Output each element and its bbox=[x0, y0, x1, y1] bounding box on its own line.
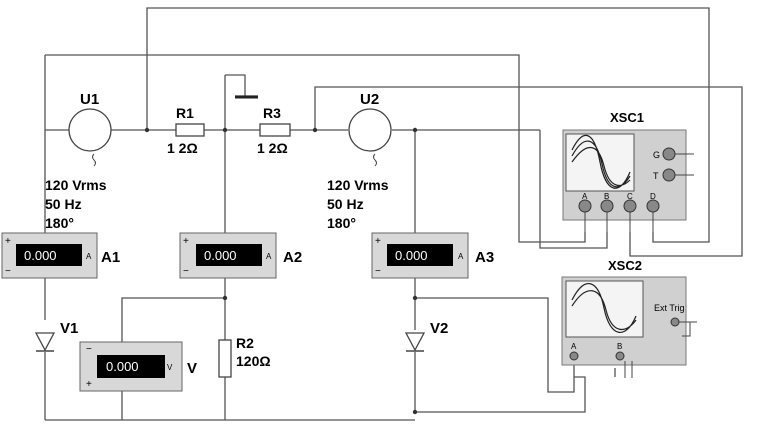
diode-icon bbox=[404, 332, 426, 352]
source-u2-name: U2 bbox=[360, 91, 379, 108]
diode-v1[interactable]: V1 bbox=[34, 320, 78, 352]
voltmeter-v[interactable]: 0.000 V − + V bbox=[79, 341, 197, 392]
resistor-r1[interactable]: R1 1 2Ω bbox=[167, 105, 205, 156]
diode-v1-name: V1 bbox=[60, 320, 78, 337]
ammeter-a1[interactable]: 0.000 A + − A1 bbox=[1, 232, 120, 279]
xsc2-ext-trig-label: Ext Trig bbox=[654, 303, 685, 313]
resistor-r1-name: R1 bbox=[176, 105, 194, 121]
diode-icon bbox=[34, 332, 56, 352]
ammeter-a1-plus: + bbox=[5, 236, 11, 247]
xsc2-name: XSC2 bbox=[608, 258, 642, 273]
source-u1-frequency: 50 Hz bbox=[45, 196, 82, 212]
ammeter-a3[interactable]: 0.000 A + − A3 bbox=[371, 232, 494, 279]
ammeter-a1-minus: − bbox=[5, 266, 11, 277]
resistor-r2-name: R2 bbox=[236, 335, 254, 351]
junction-dots bbox=[144, 127, 418, 415]
ammeter-a1-name: A1 bbox=[101, 249, 120, 266]
xsc1-term-g-label: G bbox=[653, 150, 660, 160]
resistor-r3-name: R3 bbox=[263, 105, 281, 121]
xsc1-ch-d-label: D bbox=[650, 192, 656, 201]
ammeter-a3-minus: − bbox=[375, 266, 381, 277]
ac-symbol-icon bbox=[92, 153, 96, 167]
voltmeter-minus: − bbox=[86, 344, 92, 355]
ammeter-a2[interactable]: 0.000 A + − A2 bbox=[179, 232, 302, 279]
source-u1[interactable]: U1 120 Vrms 50 Hz 180° bbox=[45, 91, 112, 231]
xsc1-ch-c[interactable] bbox=[623, 199, 637, 213]
resistor-r3-value: 1 2Ω bbox=[257, 140, 288, 156]
resistor-r2-value: 120Ω bbox=[236, 353, 271, 369]
xsc2-ch-b-label: B bbox=[617, 342, 622, 351]
diode-v2[interactable]: V2 bbox=[404, 320, 448, 352]
ammeter-a1-unit: A bbox=[86, 252, 92, 261]
diode-v2-name: V2 bbox=[430, 320, 448, 337]
ammeter-a2-plus: + bbox=[183, 236, 189, 247]
xsc1-term-t-label: T bbox=[653, 171, 659, 181]
source-u2-voltage: 120 Vrms bbox=[327, 177, 389, 193]
ammeter-a3-plus: + bbox=[375, 236, 381, 247]
source-u2-frequency: 50 Hz bbox=[327, 196, 364, 212]
xsc2-waveform bbox=[571, 282, 637, 334]
xsc1-ch-c-label: C bbox=[627, 192, 633, 201]
xsc1-ch-d[interactable] bbox=[646, 199, 660, 213]
ammeter-a3-unit: A bbox=[458, 252, 464, 261]
xsc2-ch-a[interactable] bbox=[569, 351, 579, 361]
oscilloscope-xsc2[interactable]: XSC2 Ext Trig A B bbox=[561, 258, 697, 378]
xsc1-ch-b[interactable] bbox=[600, 199, 614, 213]
ac-symbol-icon bbox=[373, 153, 377, 167]
xsc1-ch-b-label: B bbox=[604, 192, 609, 201]
oscilloscope-xsc1[interactable]: XSC1 G T A B C D bbox=[562, 110, 694, 232]
resistor-r1-value: 1 2Ω bbox=[167, 140, 198, 156]
resistor-r2[interactable]: R2 120Ω bbox=[218, 335, 271, 378]
source-u1-voltage: 120 Vrms bbox=[45, 177, 107, 193]
xsc1-term-g[interactable] bbox=[662, 147, 676, 161]
xsc1-waveform bbox=[571, 134, 631, 189]
ammeter-a3-name: A3 bbox=[475, 249, 494, 266]
source-u1-name: U1 bbox=[80, 91, 99, 108]
ammeter-a3-reading: 0.000 bbox=[395, 248, 428, 263]
xsc1-name: XSC1 bbox=[610, 110, 644, 125]
xsc1-ch-a-label: A bbox=[582, 192, 588, 201]
voltmeter-reading: 0.000 bbox=[106, 359, 139, 374]
ammeter-a1-reading: 0.000 bbox=[24, 248, 57, 263]
source-u2-phase: 180° bbox=[327, 215, 356, 231]
xsc2-ch-b[interactable] bbox=[615, 351, 625, 361]
xsc2-ext-trig-terminal[interactable] bbox=[670, 317, 680, 327]
ammeter-a2-unit: A bbox=[266, 252, 272, 261]
resistor-r3[interactable]: R3 1 2Ω bbox=[257, 105, 291, 156]
ammeter-a2-reading: 0.000 bbox=[204, 248, 237, 263]
voltmeter-unit: V bbox=[167, 363, 173, 372]
voltmeter-plus: + bbox=[86, 379, 92, 390]
xsc1-term-t[interactable] bbox=[662, 168, 676, 182]
ammeter-a2-minus: − bbox=[183, 266, 189, 277]
source-u1-phase: 180° bbox=[45, 215, 74, 231]
source-u2[interactable]: U2 120 Vrms 50 Hz 180° bbox=[327, 91, 392, 231]
xsc2-ch-a-label: A bbox=[571, 342, 577, 351]
xsc1-ch-a[interactable] bbox=[578, 199, 592, 213]
voltmeter-name: V bbox=[187, 360, 197, 377]
ammeter-a2-name: A2 bbox=[283, 249, 302, 266]
